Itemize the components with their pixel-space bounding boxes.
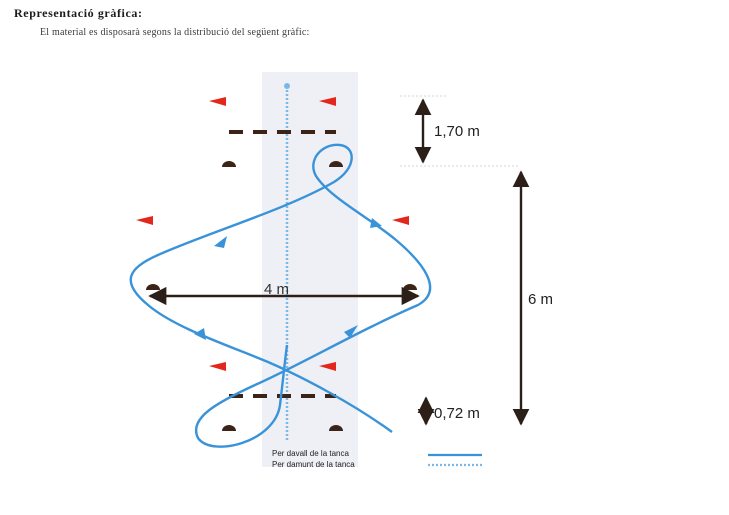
- cone-top-right: [329, 161, 343, 167]
- width-dimension-label: 4 m: [264, 281, 289, 298]
- cone-bottom-right: [329, 425, 343, 431]
- flag-mid-right: [392, 216, 409, 225]
- flag-top-right: [319, 97, 336, 106]
- cone-top-left: [222, 161, 236, 167]
- center-line-start-dot: [284, 83, 290, 89]
- page-heading: Representació gràfica:: [14, 6, 143, 20]
- page-subheading: El material es disposarà segons la distr…: [40, 27, 310, 38]
- cone-mid-right: [403, 284, 417, 290]
- path-arrow-2: [370, 218, 382, 228]
- path-arrow-4: [194, 328, 206, 340]
- flag-top-left: [209, 97, 226, 106]
- path-arrow-3: [344, 325, 358, 338]
- flag-low-left: [209, 362, 226, 371]
- bottom-gap-dimension-label: 0,72 m: [434, 405, 480, 422]
- flag-low-right: [319, 362, 336, 371]
- central-band: [262, 72, 358, 467]
- height-dimension-label: 6 m: [528, 291, 553, 308]
- top-gap-dimension-label: 1,70 m: [434, 123, 480, 140]
- cone-bottom-left: [222, 425, 236, 431]
- path-arrow-1: [214, 236, 227, 248]
- running-path: [129, 143, 432, 448]
- flag-mid-left: [136, 216, 153, 225]
- cone-mid-left: [146, 284, 160, 290]
- legend-over-fence-label: Per davall de la tanca: [272, 449, 349, 458]
- legend-under-fence-label: Per damunt de la tanca: [272, 460, 355, 469]
